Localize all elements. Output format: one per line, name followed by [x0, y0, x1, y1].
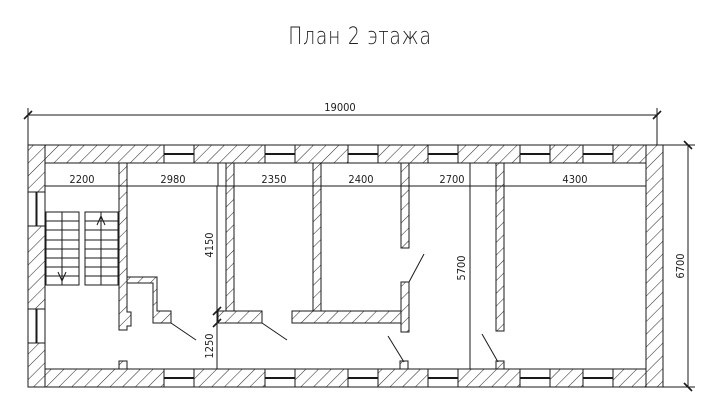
dim-room3: 2350 [261, 173, 286, 186]
dim-room1: 2200 [69, 173, 94, 186]
door-swings [170, 253, 499, 363]
window [264, 144, 296, 164]
arrow-up-icon [96, 214, 106, 232]
overall-width-dimension: 6700 [663, 140, 695, 392]
dim-1250: 1250 [203, 333, 216, 358]
windows-top [163, 144, 614, 164]
door-swing [387, 335, 405, 363]
vertical-dimension-room2 [212, 186, 222, 369]
window [427, 144, 459, 164]
room-dimension-labels: 2200 2980 2350 2400 2700 4300 [69, 173, 587, 186]
dim-room2: 2980 [160, 173, 185, 186]
windows-left [27, 191, 46, 344]
staircase [45, 211, 119, 286]
window [519, 368, 551, 388]
window [347, 368, 379, 388]
door-swing [261, 322, 288, 341]
windows-bottom [163, 368, 614, 388]
window [264, 368, 296, 388]
window [519, 144, 551, 164]
plan-title: План 2 этажа [288, 22, 432, 50]
window [163, 368, 195, 388]
dim-room5: 2700 [439, 173, 464, 186]
window [582, 144, 614, 164]
dim-room4: 2400 [348, 173, 373, 186]
window [27, 191, 46, 227]
door-swing [408, 253, 425, 283]
arrow-down-icon [57, 262, 67, 283]
dim-room6: 4300 [562, 173, 587, 186]
door-swing [170, 322, 197, 341]
dim-4150: 4150 [203, 232, 216, 257]
window [347, 144, 379, 164]
window [582, 368, 614, 388]
room-dimensions [44, 163, 647, 187]
window [163, 144, 195, 164]
dim-19000: 19000 [324, 101, 355, 114]
dim-6700: 6700 [674, 253, 687, 278]
dim-5700: 5700 [455, 255, 468, 280]
window [427, 368, 459, 388]
interior-walls [118, 162, 505, 370]
door-swing [481, 333, 499, 363]
overall-length-dimension: 19000 [23, 101, 662, 145]
window [27, 308, 46, 344]
